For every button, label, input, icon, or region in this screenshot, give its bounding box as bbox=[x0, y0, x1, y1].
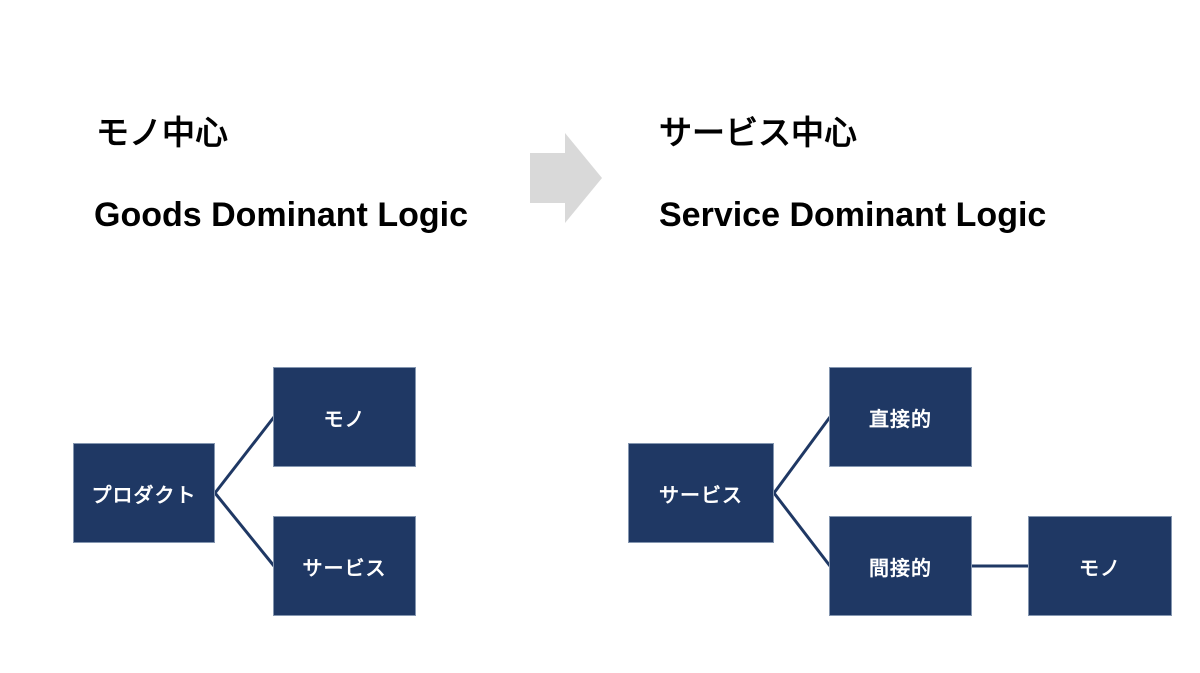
node-goods-left: モノ bbox=[273, 367, 416, 467]
node-goods-right-label: モノ bbox=[1079, 557, 1121, 580]
node-indirect-label: 間接的 bbox=[869, 557, 932, 580]
node-direct-label: 直接的 bbox=[869, 408, 932, 431]
node-product-label: プロダクト bbox=[91, 484, 197, 507]
node-product: プロダクト bbox=[73, 443, 215, 543]
connector-service-to-indirect bbox=[772, 492, 832, 567]
node-direct: 直接的 bbox=[829, 367, 972, 467]
left-title-jp: モノ中心 bbox=[96, 114, 228, 151]
right-arrow-icon bbox=[530, 133, 602, 223]
connector-product-to-mono bbox=[213, 416, 276, 494]
connector-product-to-service bbox=[213, 492, 276, 567]
node-goods-left-label: モノ bbox=[323, 408, 366, 431]
node-service-left-label: サービス bbox=[302, 557, 387, 580]
right-arrow-shape bbox=[530, 133, 602, 223]
left-title-en: Goods Dominant Logic bbox=[94, 196, 468, 234]
right-title-en: Service Dominant Logic bbox=[659, 196, 1047, 234]
connector-service-to-direct bbox=[772, 416, 832, 494]
node-service-right-label: サービス bbox=[659, 484, 743, 507]
node-goods-right: モノ bbox=[1028, 516, 1172, 616]
node-indirect: 間接的 bbox=[829, 516, 972, 616]
node-service-left: サービス bbox=[273, 516, 416, 616]
node-service-right: サービス bbox=[628, 443, 774, 543]
right-title-jp: サービス中心 bbox=[659, 114, 857, 151]
